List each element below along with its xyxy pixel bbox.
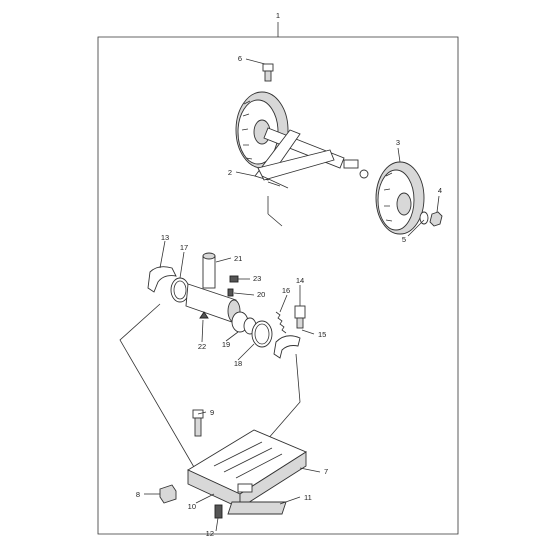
base-assembly <box>159 409 307 519</box>
callout-10: 10 <box>188 502 196 511</box>
callout-13: 13 <box>161 233 169 242</box>
axle-assembly <box>235 63 443 235</box>
washer <box>419 211 429 225</box>
callout-17: 17 <box>180 243 188 252</box>
callout-11: 11 <box>304 493 312 502</box>
callout-6: 6 <box>238 54 242 63</box>
callout-5: 5 <box>402 235 406 244</box>
callout-15: 15 <box>318 330 326 339</box>
plug-8 <box>159 484 177 504</box>
callout-22: 22 <box>198 342 206 351</box>
swivel-assembly <box>147 252 306 359</box>
wheel-right <box>375 161 425 235</box>
wheel-left <box>235 91 289 169</box>
bolt-6 <box>262 63 274 82</box>
callout-14: 14 <box>296 276 304 285</box>
spring-16 <box>275 311 287 334</box>
callout-3: 3 <box>396 138 400 147</box>
callout-9: 9 <box>210 408 214 417</box>
callout-2: 2 <box>228 168 232 177</box>
callout-21: 21 <box>234 254 242 263</box>
callout-4: 4 <box>438 186 442 195</box>
skid-11 <box>227 501 287 515</box>
callout-19: 19 <box>222 340 230 349</box>
clamp-15 <box>273 335 301 359</box>
clamp-13 <box>147 266 177 293</box>
callout-1: 1 <box>276 11 280 20</box>
callout-7: 7 <box>324 467 328 476</box>
callout-20: 20 <box>257 290 265 299</box>
callout-23: 23 <box>253 274 261 283</box>
pin-21 <box>202 255 216 289</box>
leader-lines <box>144 58 440 532</box>
callouts: 1 2 3 4 5 6 7 8 9 10 11 12 13 14 15 16 1… <box>136 11 442 538</box>
screw-12 <box>214 504 223 519</box>
callout-18: 18 <box>234 359 242 368</box>
callout-12: 12 <box>206 529 214 538</box>
assembly-frame <box>97 36 459 535</box>
callout-8: 8 <box>136 490 140 499</box>
hub-cap <box>429 211 443 227</box>
callout-16: 16 <box>282 286 290 295</box>
bolt-14 <box>294 305 306 319</box>
